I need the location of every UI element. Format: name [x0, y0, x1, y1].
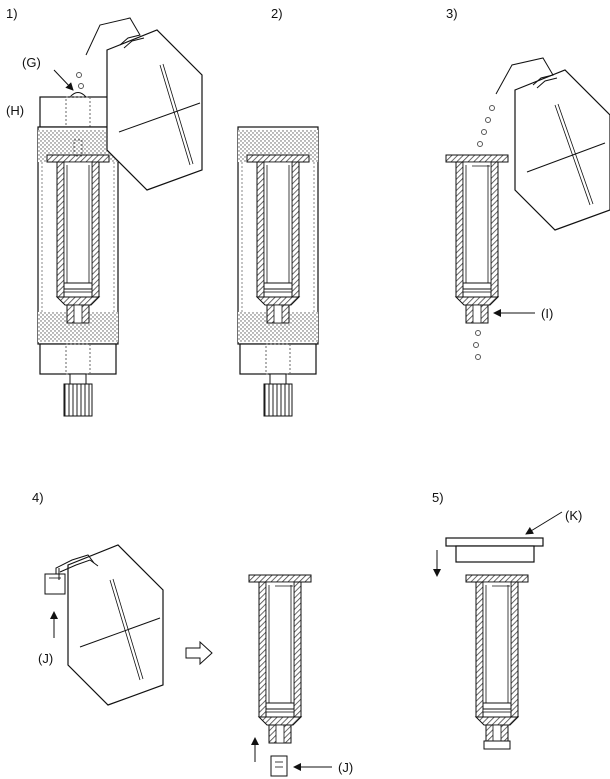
label-j-cup: (J) [338, 760, 353, 775]
step-2: 2) [237, 6, 319, 417]
step-1-number: 1) [6, 6, 18, 21]
cap-k [445, 537, 544, 547]
bottom-cap [39, 343, 117, 375]
step-4-number: 4) [32, 490, 44, 505]
label-i: (I) [541, 306, 553, 321]
label-h: (H) [6, 103, 24, 118]
bottom-cap-2 [239, 343, 317, 375]
label-j-bottle: (J) [38, 651, 53, 666]
label-k: (K) [565, 508, 582, 523]
label-g: (G) [22, 55, 41, 70]
step-3-number: 3) [446, 6, 458, 21]
step-2-number: 2) [271, 6, 283, 21]
step-1: 1) (G) (H) [6, 6, 203, 417]
step-3: 3) (I) [445, 6, 610, 360]
top-cap [39, 96, 117, 128]
step-4: 4) (J) (J) [32, 490, 353, 777]
step-5-number: 5) [432, 490, 444, 505]
step-5: 5) (K) [432, 490, 582, 750]
